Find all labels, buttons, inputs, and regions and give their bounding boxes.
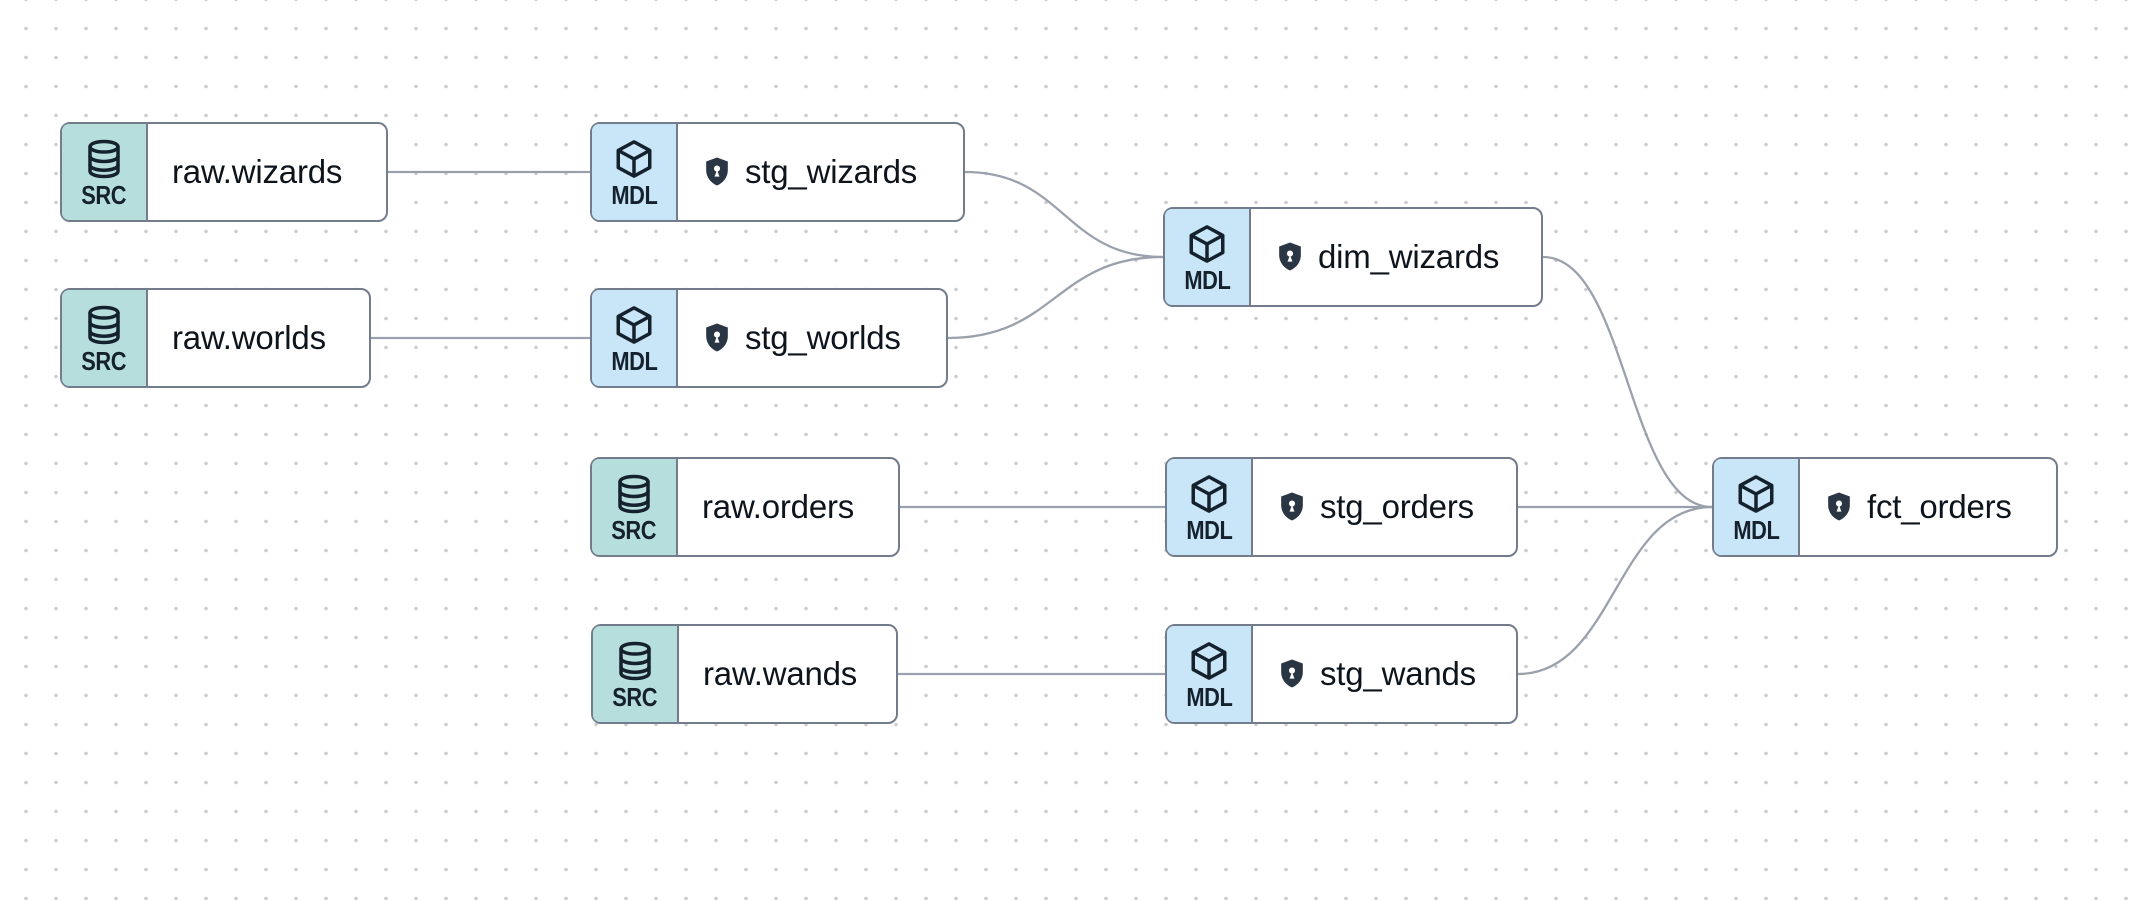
node-label-area: fct_orders (1800, 459, 2056, 555)
node-label: stg_wizards (745, 153, 918, 190)
node-fct-orders[interactable]: MDL fct_orders (1712, 457, 2058, 557)
node-type-badge: SRC (611, 515, 657, 545)
node-label: stg_wands (1320, 655, 1476, 692)
node-stg-wizards[interactable]: MDL stg_wizards (590, 122, 965, 222)
node-type-cell: MDL (1165, 209, 1251, 305)
node-dim-wizards[interactable]: MDL dim_wizards (1163, 207, 1543, 307)
cube-icon (616, 140, 652, 178)
shield-lock-icon (706, 157, 728, 186)
cube-icon (1191, 475, 1227, 513)
node-label-area: stg_wands (1253, 626, 1516, 722)
cube-icon (1189, 225, 1225, 263)
node-label: raw.wands (703, 655, 858, 692)
node-label-area: raw.worlds (148, 290, 369, 386)
node-label-area: stg_worlds (678, 290, 946, 386)
node-type-badge: MDL (1183, 265, 1231, 295)
node-type-cell: SRC (593, 626, 679, 722)
node-type-cell: SRC (592, 459, 678, 555)
node-type-cell: SRC (62, 124, 148, 220)
shield-lock-icon (1281, 492, 1303, 521)
shield-lock-icon (1828, 492, 1850, 521)
edge-dim-wizards-to-fct-orders (1542, 255, 1713, 509)
node-type-badge: SRC (81, 346, 127, 376)
node-raw-wizards[interactable]: SRC raw.wizards (60, 122, 388, 222)
node-type-badge: MDL (1185, 515, 1233, 545)
node-raw-wands[interactable]: SRC raw.wands (591, 624, 898, 724)
node-label: stg_worlds (745, 319, 901, 356)
node-label: raw.orders (702, 488, 855, 525)
database-icon (618, 474, 650, 514)
node-type-badge: MDL (1732, 515, 1780, 545)
node-label: dim_wizards (1318, 238, 1500, 275)
node-stg-worlds[interactable]: MDL stg_worlds (590, 288, 948, 388)
edge-stg-wizards-to-dim-wizards (964, 170, 1164, 259)
cube-icon (1191, 642, 1227, 680)
node-type-badge: MDL (610, 180, 658, 210)
node-label-area: stg_wizards (678, 124, 963, 220)
cube-icon (1738, 475, 1774, 513)
node-type-badge: SRC (612, 682, 658, 712)
node-type-cell: MDL (1167, 626, 1253, 722)
node-label-area: stg_orders (1253, 459, 1516, 555)
database-icon (619, 641, 651, 681)
node-type-badge: MDL (610, 346, 658, 376)
database-icon (88, 305, 120, 345)
node-label: fct_orders (1867, 488, 2012, 525)
node-label-area: raw.wands (679, 626, 896, 722)
cube-icon (616, 306, 652, 344)
node-type-cell: MDL (592, 290, 678, 386)
node-label: raw.worlds (172, 319, 326, 356)
node-label-area: raw.orders (678, 459, 898, 555)
shield-lock-icon (706, 323, 728, 352)
node-label-area: dim_wizards (1251, 209, 1541, 305)
node-stg-orders[interactable]: MDL stg_orders (1165, 457, 1518, 557)
node-type-badge: SRC (81, 180, 127, 210)
node-type-cell: MDL (1167, 459, 1253, 555)
node-raw-orders[interactable]: SRC raw.orders (590, 457, 900, 557)
node-label: raw.wizards (172, 153, 343, 190)
node-type-badge: MDL (1185, 682, 1233, 712)
node-type-cell: MDL (1714, 459, 1800, 555)
node-raw-worlds[interactable]: SRC raw.worlds (60, 288, 371, 388)
shield-lock-icon (1279, 242, 1301, 271)
node-stg-wands[interactable]: MDL stg_wands (1165, 624, 1518, 724)
edge-stg-worlds-to-dim-wizards (947, 255, 1164, 340)
edge-stg-wands-to-fct-orders (1517, 505, 1713, 676)
shield-lock-icon (1281, 659, 1303, 688)
node-type-cell: SRC (62, 290, 148, 386)
node-label: stg_orders (1320, 488, 1474, 525)
node-label-area: raw.wizards (148, 124, 386, 220)
database-icon (88, 139, 120, 179)
node-type-cell: MDL (592, 124, 678, 220)
